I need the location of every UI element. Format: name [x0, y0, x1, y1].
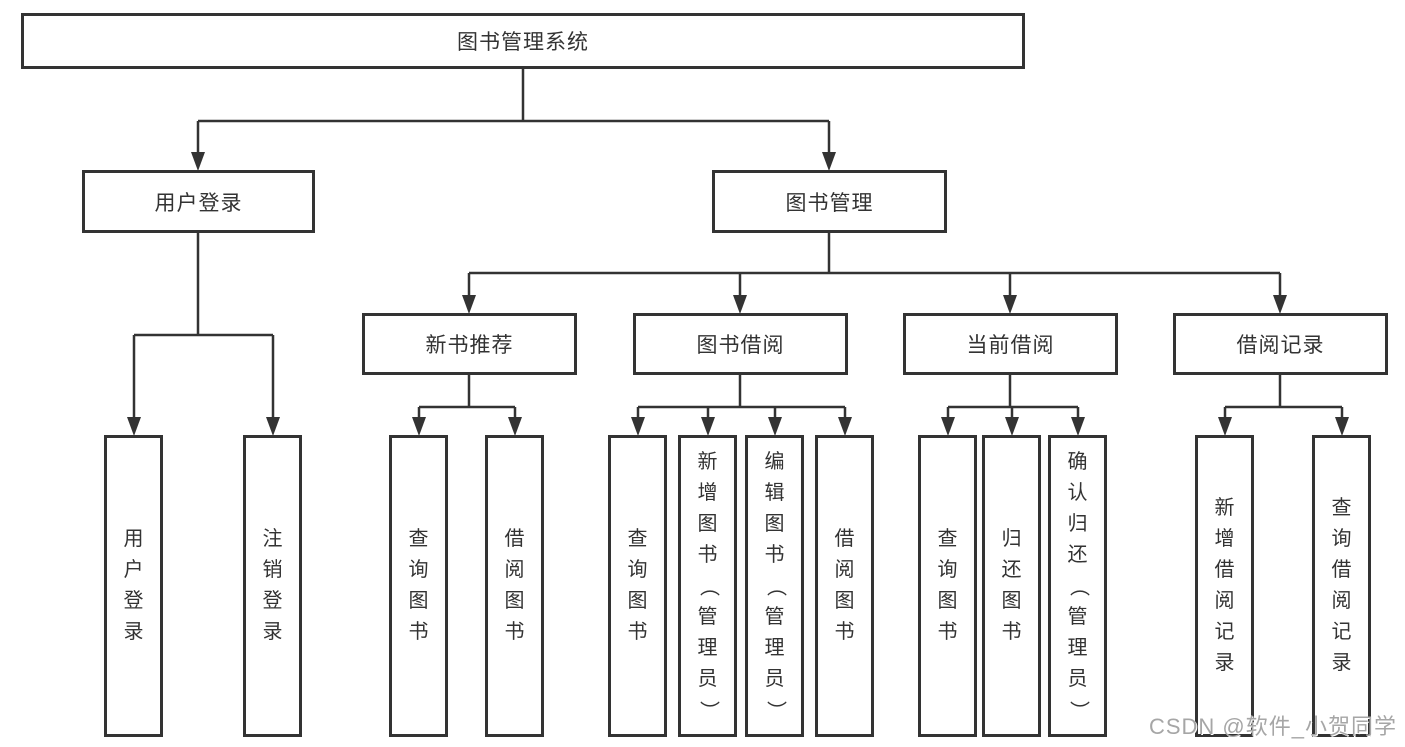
node-user-login: 用户登录 [82, 170, 315, 233]
leaf-query-book-recommend: 查询图书 [389, 435, 448, 737]
leaf-user-login: 用户登录 [104, 435, 163, 737]
node-new-book-recommend-label: 新书推荐 [425, 334, 514, 357]
node-book-management-label: 图书管理 [785, 191, 874, 215]
leaf-confirm-return-admin: 确认归还（管理员） [1048, 435, 1107, 737]
leaf-query-book-recommend-label: 查询图书 [408, 528, 429, 643]
leaf-add-borrow-record: 新增借阅记录 [1195, 435, 1254, 737]
leaf-borrow-book-label: 借阅图书 [834, 528, 855, 643]
node-new-book-recommend: 新书推荐 [362, 313, 577, 375]
node-current-borrow: 当前借阅 [903, 313, 1118, 375]
leaf-query-borrow-record-label: 查询借阅记录 [1331, 497, 1352, 674]
leaf-return-book-label: 归还图书 [1001, 528, 1022, 643]
leaf-logout-label: 注销登录 [262, 528, 283, 643]
leaf-logout: 注销登录 [243, 435, 302, 737]
leaf-add-book-admin: 新增图书（管理员） [678, 435, 737, 737]
leaf-borrow-book-recommend-label: 借阅图书 [504, 528, 525, 643]
leaf-user-login-label: 用户登录 [123, 528, 144, 643]
node-book-management: 图书管理 [712, 170, 947, 233]
node-borrow-record-label: 借阅记录 [1236, 334, 1325, 357]
leaf-query-borrow-record: 查询借阅记录 [1312, 435, 1371, 737]
leaf-borrow-book: 借阅图书 [815, 435, 874, 737]
leaf-query-book-borrow-label: 查询图书 [627, 528, 648, 643]
leaf-query-book-borrow: 查询图书 [608, 435, 667, 737]
node-book-borrow: 图书借阅 [633, 313, 848, 375]
arrowheads [127, 152, 1349, 436]
node-user-login-label: 用户登录 [154, 191, 243, 215]
node-root-label: 图书管理系统 [457, 31, 589, 54]
leaf-return-book: 归还图书 [982, 435, 1041, 737]
leaf-edit-book-admin: 编辑图书（管理员） [745, 435, 804, 737]
node-root: 图书管理系统 [21, 13, 1025, 69]
leaf-borrow-book-recommend: 借阅图书 [485, 435, 544, 737]
leaf-confirm-return-admin-label: 确认归还（管理员） [1067, 450, 1089, 721]
leaf-edit-book-admin-label: 编辑图书（管理员） [764, 450, 786, 721]
leaf-add-borrow-record-label: 新增借阅记录 [1214, 497, 1235, 674]
node-book-borrow-label: 图书借阅 [696, 334, 785, 357]
node-borrow-record: 借阅记录 [1173, 313, 1388, 375]
leaf-query-book-current: 查询图书 [918, 435, 977, 737]
leaf-add-book-admin-label: 新增图书（管理员） [697, 450, 719, 721]
leaf-query-book-current-label: 查询图书 [937, 528, 958, 643]
node-current-borrow-label: 当前借阅 [966, 334, 1055, 357]
csdn-watermark: CSDN @软件_小贺同学 [1148, 714, 1397, 739]
